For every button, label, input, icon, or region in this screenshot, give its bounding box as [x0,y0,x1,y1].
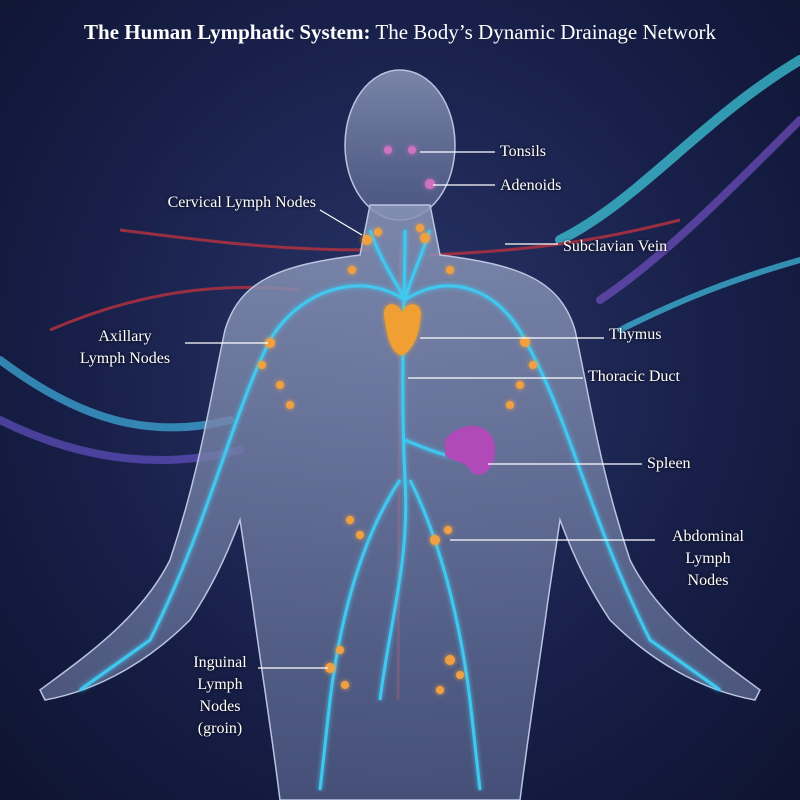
label-line: Abdominal [672,528,744,545]
label-subclavian-vein: Subclavian Vein [563,238,668,255]
label-inguinal-lymph-nodes: Inguinal Lymph Nodes (groin) [165,652,275,740]
label-line: Lymph [685,550,731,567]
title-bold: The Human Lymphatic System: [84,20,371,44]
label-thymus: Thymus [609,326,662,343]
label-cervical-lymph-nodes: Cervical Lymph Nodes [167,194,316,211]
page-title: The Human Lymphatic System: The Body’s D… [0,20,800,45]
label-spleen: Spleen [647,455,691,472]
label-axillary-lymph-nodes: Axillary Lymph Nodes [45,326,205,370]
flow-streams [0,55,800,464]
label-abdominal-lymph-nodes: Abdominal Lymph Nodes [648,526,768,592]
label-line: Axillary [98,328,152,345]
label-thoracic-duct: Thoracic Duct [588,368,680,385]
leader-lines [185,151,655,669]
label-line: Inguinal [193,654,247,671]
thymus-organ [384,304,421,355]
title-subtitle: The Body’s Dynamic Drainage Network [370,20,716,44]
label-line: Nodes [687,572,729,589]
label-line: Lymph [197,676,243,693]
label-adenoids: Adenoids [500,177,562,194]
spleen-organ [445,426,495,475]
lymph-vessels [79,229,721,791]
label-tonsils: Tonsils [500,143,546,160]
label-line: Nodes [199,698,241,715]
label-line: (groin) [197,720,243,737]
label-line: Lymph Nodes [79,350,171,367]
lymph-nodes [258,146,537,694]
